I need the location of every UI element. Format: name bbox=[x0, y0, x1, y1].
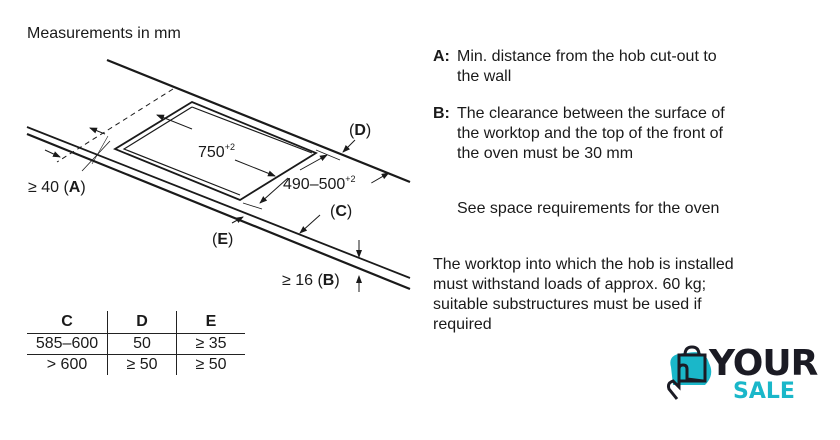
extension-line bbox=[315, 149, 341, 161]
note-A-line: Min. distance from the hob cut-out to bbox=[457, 48, 717, 65]
note-B-line: The clearance between the surface of bbox=[457, 105, 725, 122]
dimension-depth-label: 490–500+2 bbox=[283, 174, 356, 193]
table-cell: 585–600 bbox=[35, 335, 99, 352]
note-A-text: Min. distance from the hob cut-out to the… bbox=[433, 47, 813, 87]
cutout-outer bbox=[113, 100, 318, 202]
note-A-line: the wall bbox=[457, 68, 512, 85]
dimension-arrow-750 bbox=[156, 114, 193, 130]
table-header: E bbox=[176, 311, 245, 334]
dimension-arrow-d bbox=[342, 139, 356, 153]
note-B-key: B: bbox=[433, 105, 450, 122]
yoursale-logo: YOUR SALE bbox=[665, 343, 835, 405]
dashed-wall-projection bbox=[56, 88, 174, 163]
dimension-arrow-750 bbox=[234, 159, 276, 177]
label-B: ≥ 16 (B) bbox=[282, 272, 340, 289]
dimension-arrow-depth bbox=[299, 154, 328, 171]
logo-text-sale: SALE bbox=[733, 379, 795, 404]
dimension-arrow-e bbox=[231, 216, 244, 224]
note-B-text: The clearance between the surface of the … bbox=[433, 104, 813, 164]
logo-text-your: YOUR bbox=[709, 343, 818, 384]
table-header: C bbox=[61, 313, 73, 330]
dimension-arrow-depth bbox=[259, 177, 289, 204]
worktop-front-lower bbox=[26, 132, 411, 291]
load-note-line: The worktop into which the hob is instal… bbox=[433, 256, 734, 273]
cutout-inner-edge bbox=[191, 106, 313, 154]
dimension-750-label: 750+2 bbox=[198, 142, 235, 161]
table-cell: ≥ 50 bbox=[107, 354, 177, 375]
extension-line bbox=[81, 140, 111, 172]
table-header: D bbox=[107, 311, 177, 334]
note-B-line: the oven must be 30 mm bbox=[457, 145, 634, 162]
dimension-arrow-a bbox=[44, 149, 61, 158]
note-B: B: The clearance between the surface of t… bbox=[433, 104, 813, 164]
label-E: (E) bbox=[212, 231, 233, 248]
dimension-arrow-c bbox=[299, 214, 321, 234]
label-A: ≥ 40 (A) bbox=[28, 179, 86, 196]
clearance-table: C D E 585–600 50 ≥ 35 > 600 ≥ 50 ≥ 50 bbox=[27, 311, 245, 375]
dimension-arrow-c bbox=[371, 172, 390, 184]
dimension-arrow-a bbox=[89, 127, 106, 135]
wall-edge-line bbox=[106, 58, 411, 184]
load-note-line: required bbox=[433, 316, 492, 333]
label-C: (C) bbox=[330, 203, 352, 220]
table-cell: 50 bbox=[107, 333, 177, 355]
extension-line bbox=[242, 202, 263, 210]
note-A-key: A: bbox=[433, 48, 450, 65]
load-note: The worktop into which the hob is instal… bbox=[433, 255, 813, 335]
worktop-front-upper bbox=[26, 126, 411, 279]
table-cell: ≥ 35 bbox=[176, 333, 245, 355]
shopping-bag-hand-icon bbox=[667, 345, 712, 400]
extension-line bbox=[91, 135, 109, 165]
note-A: A: Min. distance from the hob cut-out to… bbox=[433, 47, 813, 87]
table-cell: ≥ 50 bbox=[176, 354, 245, 375]
page-title: Measurements in mm bbox=[27, 25, 181, 42]
load-note-line: must withstand loads of approx. 60 kg; bbox=[433, 276, 707, 293]
cutout-inner bbox=[122, 106, 241, 196]
load-note-line: suitable substructures must be used if bbox=[433, 296, 702, 313]
label-D: (D) bbox=[349, 122, 371, 139]
table-row: 585–600 50 ≥ 35 bbox=[27, 333, 245, 355]
space-requirements-note: See space requirements for the oven bbox=[457, 200, 720, 217]
note-B-line: the worktop and the top of the front of bbox=[457, 125, 723, 142]
table-row: > 600 ≥ 50 ≥ 50 bbox=[27, 354, 245, 375]
table-cell: > 600 bbox=[46, 356, 88, 373]
table-header-row: C D E bbox=[27, 311, 245, 334]
